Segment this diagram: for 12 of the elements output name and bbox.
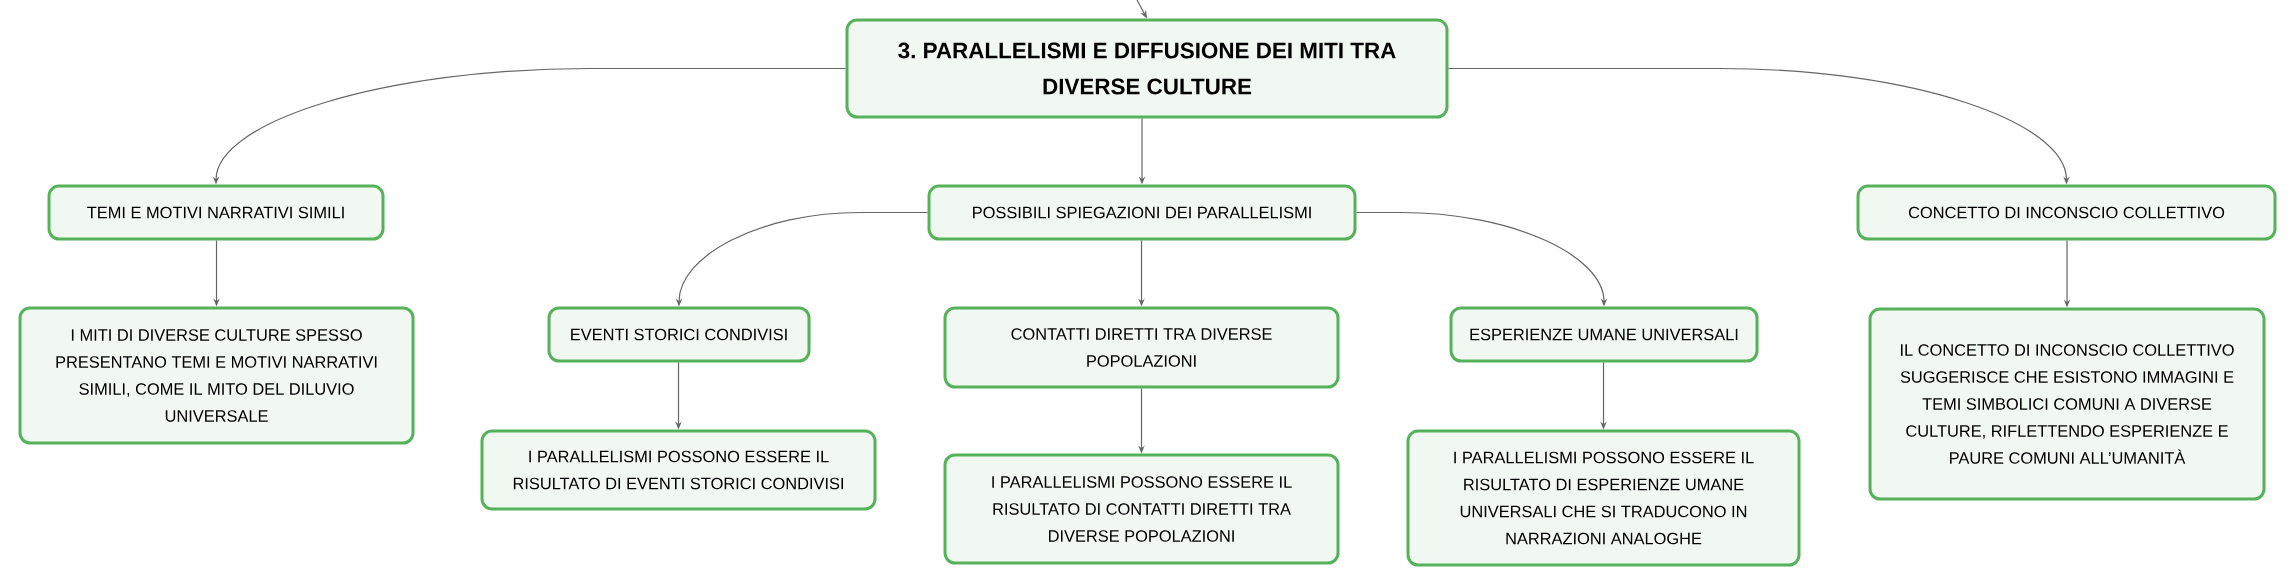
note-box: I PARALLELISMI POSSONO ESSERE IL RISULTATO DI EVENTI STORICI CONDIVISI (480, 429, 877, 511)
note-box: I MITI DI DIVERSE CULTURE SPESSO PRESENTANO TEMI E MOTIVI NARRATIVI SIMILI, COME IL MITO DEL DILUVIO UNIVERSALE (18, 306, 415, 445)
note-box: IL CONCETTO DI INCONSCIO COLLETTIVO SUGGERISCE CHE ESISTONO IMMAGINI E TEMI SIMBOLICI COMUNI A DIVERSE CULTURE, RIFLETTENDO ESPERIENZE E PAURE COMUNI ALL’UMANITÀ (1868, 307, 2266, 501)
central-topic-box: 3. PARALLELISMI E DIFFUSIONE DEI MITI TRA DIVERSE CULTURE (845, 18, 1449, 119)
note-box: I PARALLELISMI POSSONO ESSERE IL RISULTATO DI CONTATTI DIRETTI TRA DIVERSE POPOLAZIONI (943, 453, 1340, 565)
subtopic-box: CONTATTI DIRETTI TRA DIVERSE POPOLAZIONI (943, 306, 1340, 389)
topic-box: TEMI E MOTIVI NARRATIVI SIMILI (47, 184, 385, 241)
topic-box: CONCETTO DI INCONSCIO COLLETTIVO (1856, 184, 2277, 241)
subtopic-box: EVENTI STORICI CONDIVISI (547, 306, 811, 363)
note-box: I PARALLELISMI POSSONO ESSERE IL RISULTATO DI ESPERIENZE UMANE UNIVERSALI CHE SI TRADUCONO IN NARRAZIONI ANALOGHE (1406, 429, 1801, 567)
subtopic-box: ESPERIENZE UMANE UNIVERSALI (1449, 306, 1759, 363)
topic-box: POSSIBILI SPIEGAZIONI DEI PARALLELISMI (927, 184, 1357, 241)
